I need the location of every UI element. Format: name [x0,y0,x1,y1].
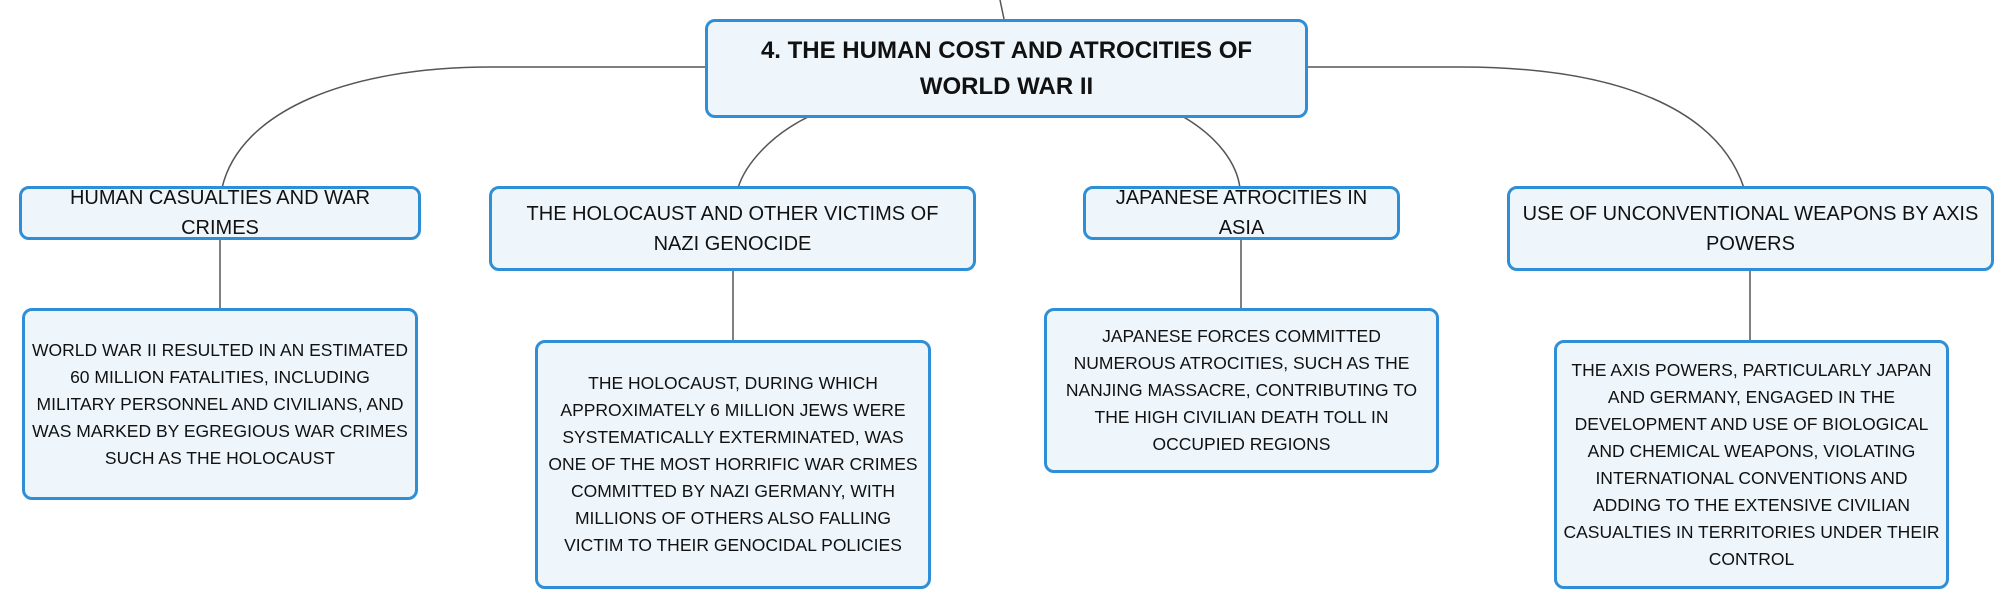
branch-topic-unconventional-weapons[interactable]: USE OF UNCONVENTIONAL WEAPONS BY AXIS PO… [1507,186,1994,271]
branch-topic-label: JAPANESE ATROCITIES IN ASIA [1115,187,1368,239]
detail-topic-holocaust[interactable]: THE HOLOCAUST, DURING WHICH APPROXIMATEL… [535,340,931,589]
detail-topic-text: WORLD WAR II RESULTED IN AN ESTIMATED 60… [32,339,408,468]
branch-topic-human-casualties[interactable]: HUMAN CASUALTIES AND WAR CRIMES [19,186,421,240]
root-topic[interactable]: 4. THE HUMAN COST AND ATROCITIES OF WORL… [705,19,1308,118]
root-topic-label: 4. THE HUMAN COST AND ATROCITIES OF WORL… [760,36,1253,100]
detail-topic-japanese-atrocities[interactable]: JAPANESE FORCES COMMITTED NUMEROUS ATROC… [1044,308,1439,473]
connector-root-branch-4 [1306,66,1745,189]
connector-root-branch-3 [1181,115,1241,189]
detail-topic-text: JAPANESE FORCES COMMITTED NUMEROUS ATROC… [1065,326,1418,454]
branch-topic-label: USE OF UNCONVENTIONAL WEAPONS BY AXIS PO… [1522,202,1979,255]
connector-root-parent [999,0,1005,20]
branch-topic-label: THE HOLOCAUST AND OTHER VICTIMS OF NAZI … [526,202,939,255]
connector-root-branch-1 [221,66,707,189]
detail-topic-unconventional-weapons[interactable]: THE AXIS POWERS, PARTICULARLY JAPAN AND … [1554,340,1949,589]
branch-topic-label: HUMAN CASUALTIES AND WAR CRIMES [69,187,371,239]
detail-topic-text: THE HOLOCAUST, DURING WHICH APPROXIMATEL… [548,373,918,555]
branch-topic-holocaust[interactable]: THE HOLOCAUST AND OTHER VICTIMS OF NAZI … [489,186,976,271]
detail-topic-human-casualties[interactable]: WORLD WAR II RESULTED IN AN ESTIMATED 60… [22,308,418,500]
connector-root-branch-2 [737,115,811,189]
branch-topic-japanese-atrocities[interactable]: JAPANESE ATROCITIES IN ASIA [1083,186,1400,240]
detail-topic-text: THE AXIS POWERS, PARTICULARLY JAPAN AND … [1563,359,1940,569]
